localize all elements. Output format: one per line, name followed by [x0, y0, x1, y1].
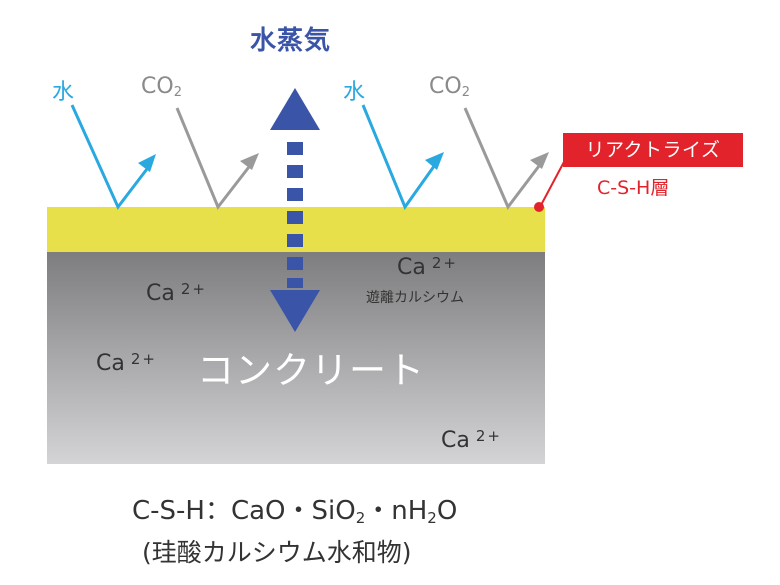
- calcium-charge: 2+: [431, 254, 458, 272]
- water-arrow-left: [70, 104, 152, 210]
- co2-subscript: 2: [173, 85, 182, 100]
- calcium-charge: 2+: [130, 350, 157, 368]
- steam-arrowhead-up: [270, 88, 320, 130]
- calcium-text: Ca: [441, 428, 470, 453]
- steam-label: 水蒸気: [250, 26, 332, 56]
- calcium-text: Ca: [397, 255, 426, 280]
- co2-arrowhead-left: [240, 153, 259, 170]
- water-arrow-right: [361, 104, 439, 211]
- co2-subscript: 2: [461, 85, 470, 100]
- formula-note: (珪酸カルシウム水和物): [142, 538, 412, 567]
- calcium-ion-label: Ca 2+: [441, 427, 502, 453]
- steam-arrow-dashes: [287, 142, 303, 288]
- calcium-charge: 2+: [475, 427, 502, 445]
- callout-leader: [539, 159, 566, 208]
- co2-arrow-left: [175, 107, 254, 210]
- formula-part: C-S-H：CaO・SiO: [132, 496, 356, 526]
- csh-formula: C-S-H：CaO・SiO2・nH2O: [132, 490, 457, 527]
- concrete-label: コンクリート: [197, 349, 425, 392]
- co2-label-left: CO2: [141, 74, 182, 100]
- calcium-ion-label: Ca 2+: [96, 350, 157, 376]
- formula-part: O: [436, 496, 458, 526]
- water-label-right: 水: [343, 80, 366, 105]
- co2-arrowhead-right: [530, 152, 549, 169]
- callout-dot: [534, 202, 544, 212]
- calcium-ion-label: Ca 2+: [146, 280, 207, 306]
- steam-arrowhead-down: [270, 290, 320, 332]
- formula-subscript: 2: [427, 509, 437, 527]
- calcium-ion-label: Ca 2+: [397, 254, 458, 280]
- water-label-left: 水: [52, 80, 75, 105]
- water-arrowhead-left: [138, 154, 156, 172]
- co2-text: CO: [141, 74, 174, 99]
- co2-arrow-right: [463, 107, 544, 210]
- co2-label-right: CO2: [429, 74, 470, 100]
- formula-part: ・nH: [365, 496, 428, 526]
- water-arrowhead-right: [425, 152, 444, 170]
- calcium-charge: 2+: [180, 280, 207, 298]
- callout-subtitle: C-S-H層: [597, 177, 670, 199]
- co2-text: CO: [429, 74, 462, 99]
- free-calcium-label: 遊離カルシウム: [366, 290, 464, 306]
- formula-subscript: 2: [355, 509, 366, 527]
- calcium-text: Ca: [96, 351, 125, 376]
- calcium-text: Ca: [146, 281, 175, 306]
- callout-title: リアクトライズ: [563, 133, 743, 167]
